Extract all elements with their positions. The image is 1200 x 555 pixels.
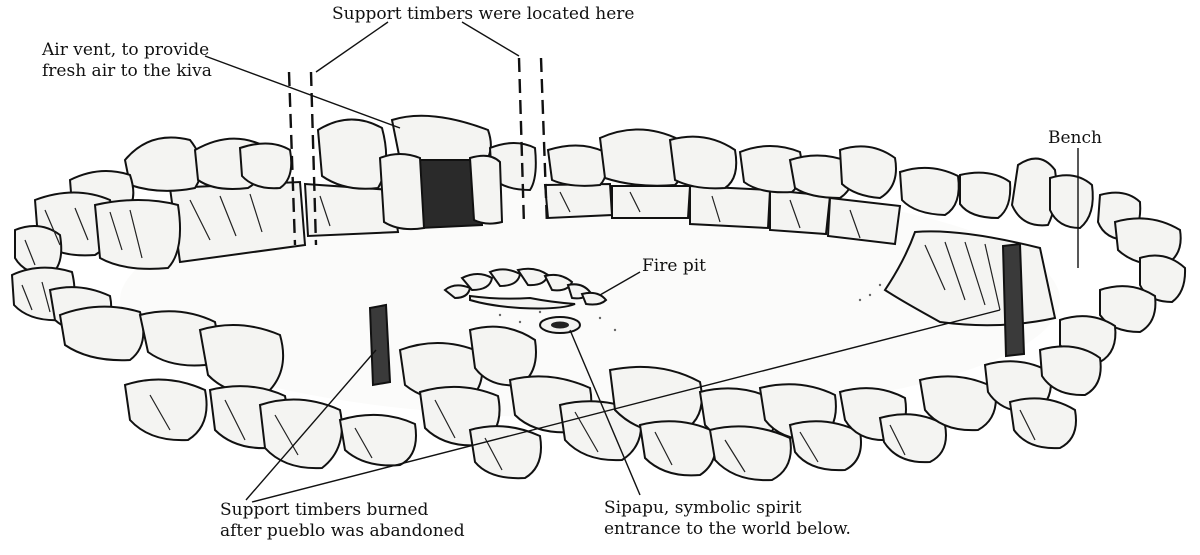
timbers-burned-label: Support timbers burned after pueblo was … <box>220 500 465 541</box>
sipapu <box>539 316 581 334</box>
front-wall <box>58 305 1102 482</box>
floor-texture <box>498 283 882 332</box>
back-wall <box>168 180 902 264</box>
fire-pit <box>443 267 608 310</box>
support-timbers-located-label: Support timbers were located here <box>332 4 635 24</box>
burned-posts <box>368 242 1026 387</box>
leader-lines <box>204 21 1079 503</box>
air-vent <box>378 153 504 231</box>
former-support-timbers <box>287 57 549 246</box>
bench-label: Bench <box>1048 128 1102 148</box>
air-vent-label: Air vent, to provide fresh air to the ki… <box>42 40 212 81</box>
fire-pit-label: Fire pit <box>642 256 706 276</box>
right-wall <box>1049 174 1187 364</box>
sipapu-label: Sipapu, symbolic spirit entrance to the … <box>604 498 851 539</box>
